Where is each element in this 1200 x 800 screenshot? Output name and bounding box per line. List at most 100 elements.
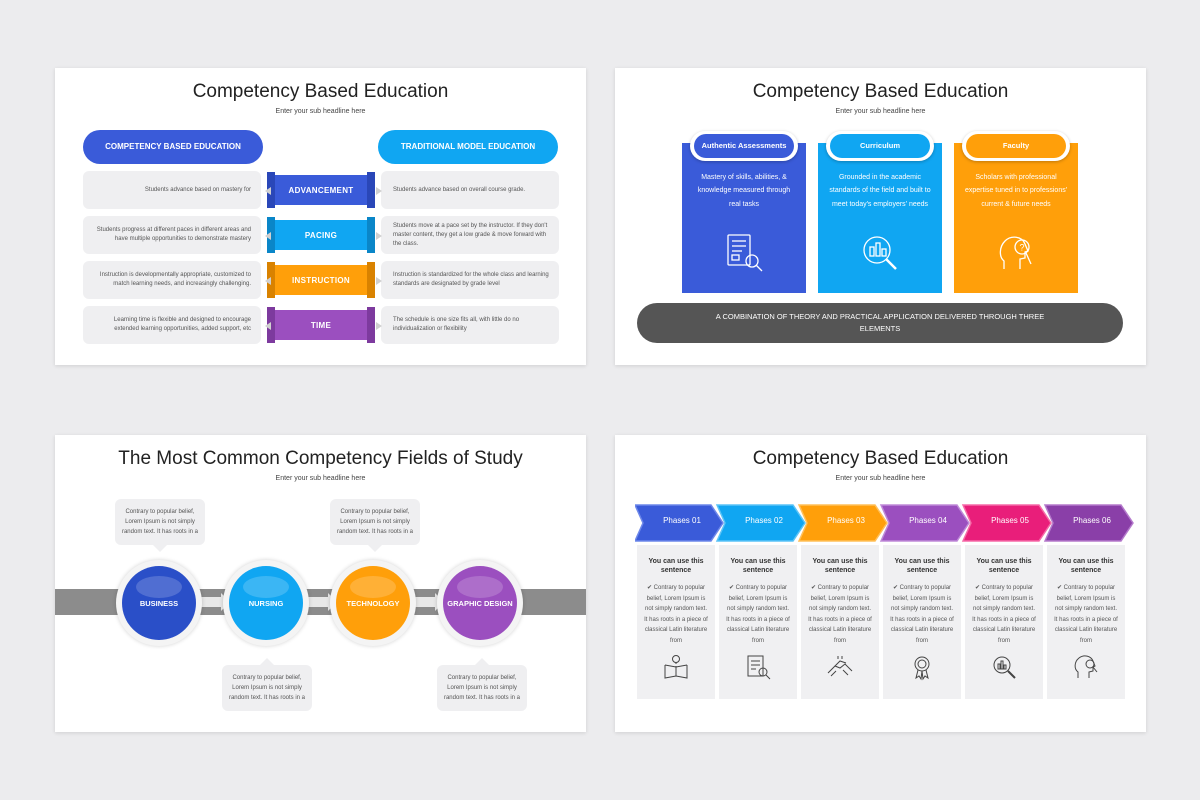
- slide-subtitle: Enter your sub headline here: [835, 475, 926, 482]
- slide-phases: Competency Based Education Enter your su…: [615, 435, 1146, 732]
- slide-fields-of-study: The Most Common Competency Fields of Stu…: [55, 435, 586, 732]
- phase-column: You can use this sentence ✔ Contrary to …: [801, 545, 879, 699]
- phase-column: You can use this sentence ✔ Contrary to …: [883, 545, 961, 699]
- phase-chevrons: [635, 504, 1134, 542]
- phase-heading: You can use this sentence: [894, 558, 950, 575]
- row-left-text: Learning time is flexible and designed t…: [83, 306, 261, 344]
- phase-body: ✔ Contrary to popular belief, Lorem Ipsu…: [972, 585, 1036, 644]
- head-search-icon: [1074, 655, 1098, 678]
- phase-heading: You can use this sentence: [976, 558, 1032, 575]
- phase-body: ✔ Contrary to popular belief, Lorem Ipsu…: [1054, 585, 1118, 644]
- arrow-right-icon: [376, 232, 382, 240]
- phase-label: Phases 06: [1073, 516, 1111, 525]
- row-left-text: Students advance based on mastery for: [83, 171, 261, 209]
- arrow-left-icon: [265, 232, 271, 240]
- field-circle: BUSINESS: [116, 560, 202, 646]
- phase-body: ✔ Contrary to popular belief, Lorem Ipsu…: [726, 585, 790, 644]
- slide-title: Competency Based Education: [752, 448, 1009, 469]
- column-text: Scholars with professional expertise tun…: [964, 174, 1068, 208]
- bubble-tail: [153, 545, 167, 552]
- slide-subtitle: Enter your sub headline here: [275, 475, 366, 482]
- field-note-text: Contrary to popular belief, Lorem Ipsum …: [443, 674, 521, 702]
- slide-three-elements: Competency Based Education Enter your su…: [615, 68, 1146, 365]
- phase-chevron: [797, 504, 888, 542]
- row-label: INSTRUCTION: [275, 265, 367, 295]
- phase-column: You can use this sentence ✔ Contrary to …: [719, 545, 797, 699]
- column-title: Faculty: [966, 134, 1066, 158]
- circle-highlight: [136, 576, 182, 598]
- summary-banner: A COMBINATION OF THEORY AND PRACTICAL AP…: [637, 303, 1123, 343]
- field-note: Contrary to popular belief, Lorem Ipsum …: [330, 499, 420, 552]
- field-note: Contrary to popular belief, Lorem Ipsum …: [115, 499, 205, 552]
- connector-arrow: [411, 597, 437, 607]
- field-circle-fill: TECHNOLOGY: [336, 566, 410, 640]
- label-shade-right: [367, 172, 375, 208]
- phase-column: You can use this sentence ✔ Contrary to …: [965, 545, 1043, 699]
- field-note: Contrary to popular belief, Lorem Ipsum …: [437, 658, 527, 711]
- document-search-icon: [727, 234, 763, 272]
- arrow-left-icon: [265, 277, 271, 285]
- circle-highlight: [243, 576, 289, 598]
- element-column: Authentic Assessments Mastery of skills,…: [682, 131, 806, 293]
- phase-column: You can use this sentence ✔ Contrary to …: [1047, 545, 1125, 699]
- row-label: PACING: [275, 220, 367, 250]
- head-question-icon: ?: [999, 236, 1032, 269]
- slide-title: The Most Common Competency Fields of Stu…: [118, 448, 523, 469]
- label-shade-right: [367, 217, 375, 253]
- column-title-pill: Curriculum: [826, 131, 934, 161]
- column-title: Curriculum: [830, 134, 930, 158]
- row-right-text: The schedule is one size fits all, with …: [381, 306, 559, 344]
- field-circle-fill: NURSING: [229, 566, 303, 640]
- row-left-text: Students progress at different paces in …: [83, 216, 261, 254]
- bubble-tail: [368, 545, 382, 552]
- field-circle: NURSING: [223, 560, 309, 646]
- element-column: Faculty Scholars with professional exper…: [954, 131, 1078, 293]
- connector-arrow: [304, 597, 330, 607]
- bubble-tail: [260, 658, 274, 665]
- connector-arrow: [197, 597, 223, 607]
- arrow-right-icon: [376, 322, 382, 330]
- row-label: TIME: [275, 310, 367, 340]
- field-circle: TECHNOLOGY: [330, 560, 416, 646]
- phase-label: Phases 01: [663, 516, 701, 525]
- row-right-text: Students advance based on overall course…: [381, 171, 559, 209]
- field-label: GRAPHIC DESIGN: [447, 598, 513, 608]
- phase-label: Phases 02: [745, 516, 783, 525]
- circle-highlight: [457, 576, 503, 598]
- phase-heading: You can use this sentence: [730, 558, 786, 575]
- comparison-row: Students progress at different paces in …: [83, 216, 559, 254]
- arrow-left-icon: [265, 187, 271, 195]
- field-note-text: Contrary to popular belief, Lorem Ipsum …: [228, 674, 306, 702]
- column-title-pill: Faculty: [962, 131, 1070, 161]
- field-label: NURSING: [248, 598, 284, 608]
- label-shade-left: [267, 217, 275, 253]
- arrow-right-icon: [376, 187, 382, 195]
- field-circle-fill: BUSINESS: [122, 566, 196, 640]
- phase-body: ✔ Contrary to popular belief, Lorem Ipsu…: [808, 585, 872, 644]
- svg-text:?: ?: [1020, 243, 1025, 253]
- field-note-text: Contrary to popular belief, Lorem Ipsum …: [121, 508, 199, 536]
- phase-body: ✔ Contrary to popular belief, Lorem Ipsu…: [890, 585, 954, 644]
- arrow-left-icon: [265, 322, 271, 330]
- label-shade-left: [267, 172, 275, 208]
- chart-search-icon: [993, 656, 1016, 679]
- field-note: Contrary to popular belief, Lorem Ipsum …: [222, 658, 312, 711]
- arrow-right-icon: [376, 277, 382, 285]
- header-competency-based: COMPETENCY BASED EDUCATION: [83, 130, 263, 164]
- element-column: Curriculum Grounded in the academic stan…: [818, 131, 942, 293]
- row-right-text: Instruction is standardized for the whol…: [381, 261, 559, 299]
- document-search-icon: [747, 655, 771, 680]
- comparison-row: Instruction is developmentally appropria…: [83, 261, 559, 299]
- label-shade-right: [367, 262, 375, 298]
- phase-heading: You can use this sentence: [648, 558, 704, 575]
- phase-body: ✔ Contrary to popular belief, Lorem Ipsu…: [644, 585, 708, 644]
- award-badge-icon: [914, 656, 930, 681]
- circle-highlight: [350, 576, 396, 598]
- column-text: Mastery of skills, abilities, & knowledg…: [697, 174, 791, 208]
- book-idea-icon: [664, 655, 688, 679]
- slide-comparison: Competency Based Education Enter your su…: [55, 68, 586, 365]
- phase-column: You can use this sentence ✔ Contrary to …: [637, 545, 715, 699]
- field-circle: GRAPHIC DESIGN: [437, 560, 523, 646]
- phase-chevron: [879, 504, 970, 542]
- label-shade-right: [367, 307, 375, 343]
